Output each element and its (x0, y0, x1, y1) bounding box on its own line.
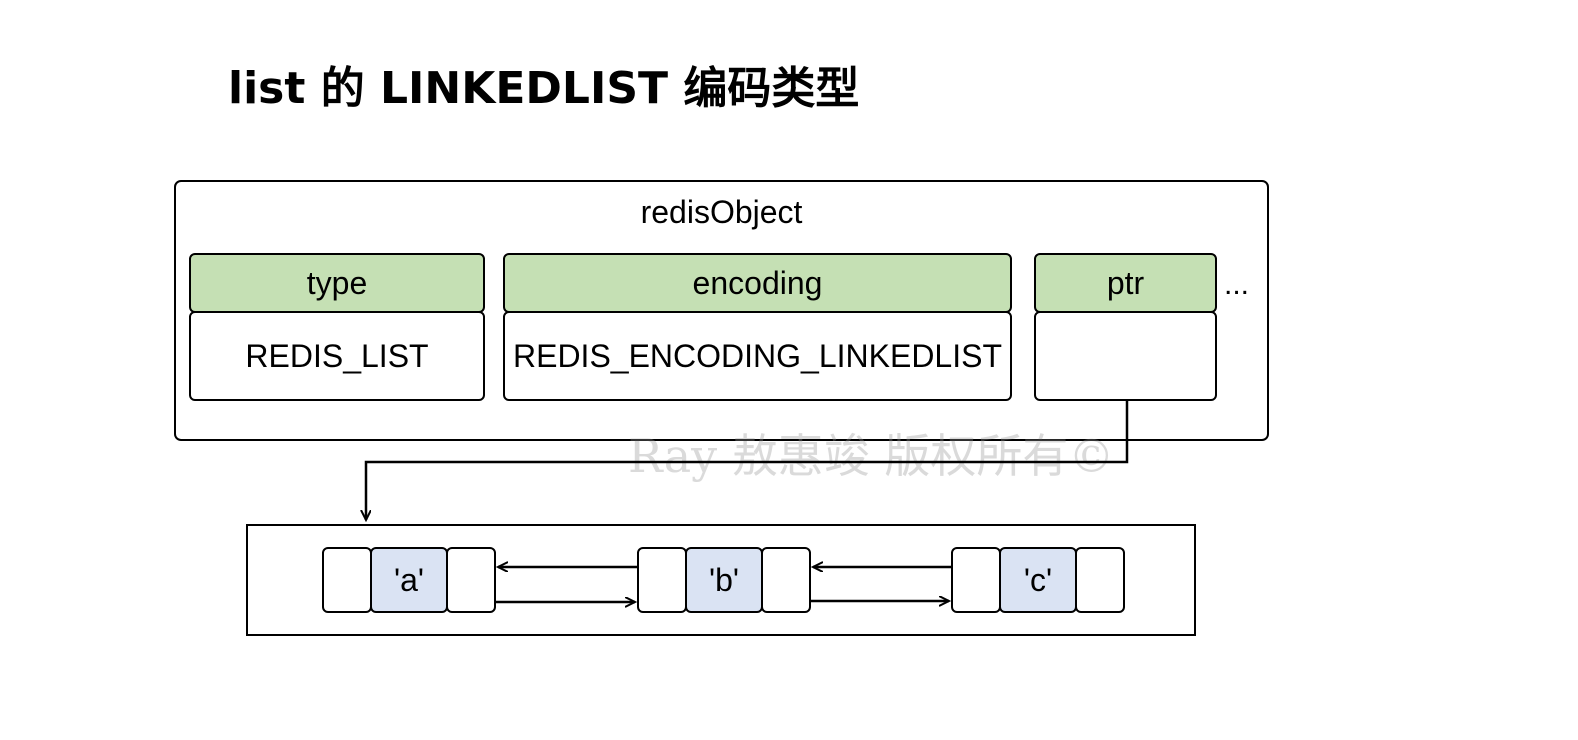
ptr-to-list-arrow (366, 401, 1129, 520)
ptr-value (1034, 311, 1217, 401)
type-header: type (189, 253, 485, 313)
node-c-prev-pointer (951, 547, 1001, 613)
node-b-next-pointer (761, 547, 811, 613)
node-b-value: 'b' (685, 547, 763, 613)
node-a-prev-pointer (322, 547, 372, 613)
type-value: REDIS_LIST (189, 311, 485, 401)
more-fields-ellipsis: ... (1224, 268, 1250, 301)
node-c-next-pointer (1075, 547, 1125, 613)
node-a-next-pointer (446, 547, 496, 613)
node-c-value: 'c' (999, 547, 1077, 613)
node-b-prev-pointer (637, 547, 687, 613)
node-a-value: 'a' (370, 547, 448, 613)
watermark: Ray 敖惠竣 版权所有© (628, 429, 1115, 483)
diagram-title: list 的 LINKEDLIST 编码类型 (228, 63, 860, 114)
encoding-value: REDIS_ENCODING_LINKEDLIST (503, 311, 1012, 401)
redis-object-label: redisObject (640, 194, 803, 230)
